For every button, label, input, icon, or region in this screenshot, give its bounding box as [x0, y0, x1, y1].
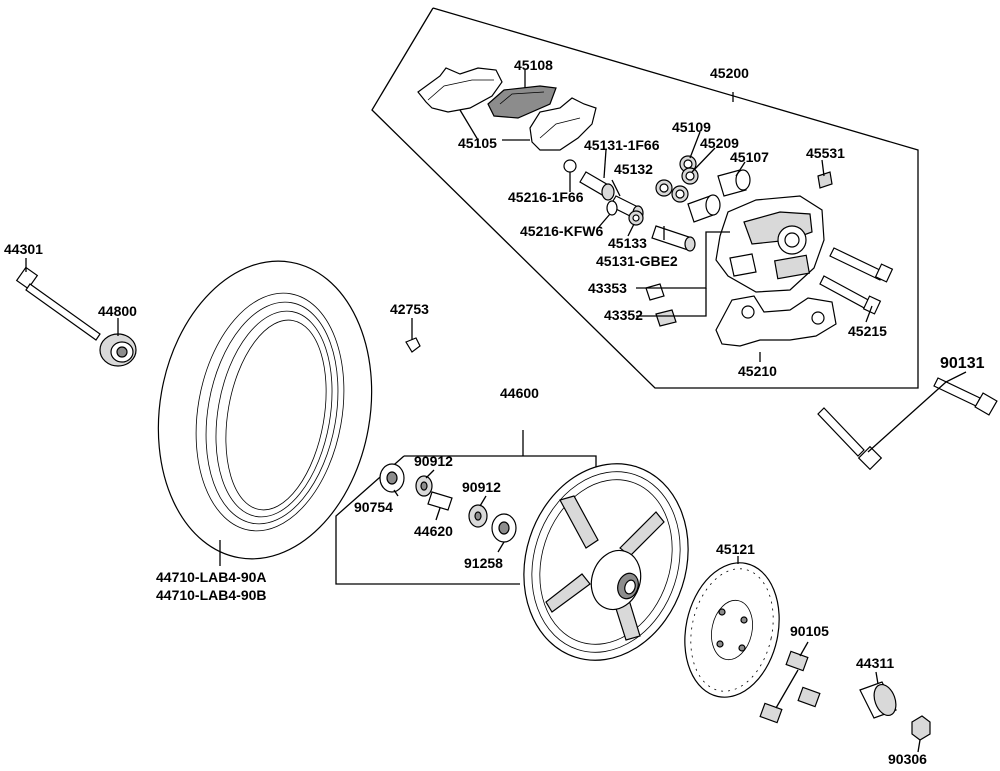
label-45216-1f66: 45216-1F66	[508, 189, 584, 205]
distance-collar-44620[interactable]	[427, 491, 453, 511]
brake-caliper-icon[interactable]	[715, 195, 825, 293]
part-labels: 45200 45108 45105 45109 45209 45107 4513…	[4, 57, 985, 767]
bleeder-screw-43353[interactable]	[645, 283, 665, 301]
bearing-91258[interactable]	[491, 513, 517, 543]
label-90306: 90306	[888, 751, 927, 767]
nut-90306[interactable]	[911, 715, 931, 741]
label-44620: 44620	[414, 523, 453, 539]
tire-icon[interactable]	[136, 244, 395, 576]
bearing-90754[interactable]	[379, 463, 405, 493]
sleeve-45131-gbe2[interactable]	[651, 225, 696, 252]
label-45531: 45531	[806, 145, 845, 161]
collar-44311[interactable]	[859, 681, 900, 719]
pistons-45107[interactable]	[687, 169, 751, 223]
label-44600: 44600	[500, 385, 539, 401]
bleeder-cap-43352[interactable]	[655, 309, 677, 327]
mounting-bolt-90131-b[interactable]	[933, 377, 998, 416]
label-91258: 91258	[464, 555, 503, 571]
caliper-bolts-45215[interactable]	[819, 247, 894, 315]
label-44710-lab4-90a: 44710-LAB4-90A	[156, 569, 267, 585]
caliper-bracket-45210[interactable]	[715, 295, 837, 347]
label-45107: 45107	[730, 149, 769, 165]
mounting-bolt-90131-a[interactable]	[817, 407, 883, 471]
oil-seal-90912-left[interactable]	[415, 475, 433, 497]
label-43353: 43353	[588, 280, 627, 296]
label-42753: 42753	[390, 301, 429, 317]
label-45131-gbe2: 45131-GBE2	[596, 253, 678, 269]
label-45209: 45209	[700, 135, 739, 151]
slide-pin-45131[interactable]	[579, 171, 615, 201]
cap-45531[interactable]	[817, 171, 833, 189]
label-45105: 45105	[458, 135, 497, 151]
label-45210: 45210	[738, 363, 777, 379]
label-44311: 44311	[856, 655, 894, 671]
caliper-group-frame	[371, 7, 919, 389]
label-45131-1f66: 45131-1F66	[584, 137, 660, 153]
label-45108: 45108	[514, 57, 553, 73]
pad-spring[interactable]	[487, 85, 557, 119]
label-45200: 45200	[710, 65, 749, 81]
label-45133: 45133	[608, 235, 647, 251]
brake-pad-right[interactable]	[529, 97, 597, 151]
label-90754: 90754	[354, 499, 393, 515]
label-43352: 43352	[604, 307, 643, 323]
label-45215: 45215	[848, 323, 887, 339]
seal-ring-45216[interactable]	[563, 159, 577, 173]
piston-seals[interactable]	[628, 155, 699, 226]
leader-lines	[25, 70, 967, 753]
label-90105: 90105	[790, 623, 829, 639]
label-45216-kfw6: 45216-KFW6	[520, 223, 603, 239]
label-90912-b: 90912	[462, 479, 501, 495]
dust-boot-45216[interactable]	[606, 200, 618, 216]
label-45109: 45109	[672, 119, 711, 135]
collar-44800[interactable]	[99, 333, 137, 367]
label-44800: 44800	[98, 303, 137, 319]
wheel-rim-icon[interactable]	[499, 442, 713, 682]
label-45121: 45121	[716, 541, 755, 557]
label-90912-a: 90912	[414, 453, 453, 469]
label-45132: 45132	[614, 161, 653, 177]
label-90131: 90131	[940, 355, 985, 372]
axle-bolt-44301[interactable]	[15, 266, 101, 341]
brake-disc-icon[interactable]	[673, 554, 791, 706]
label-44301: 44301	[4, 241, 43, 257]
oil-seal-90912-right[interactable]	[468, 504, 488, 528]
label-44710-lab4-90b: 44710-LAB4-90B	[156, 587, 267, 603]
brake-pad-left[interactable]	[417, 67, 503, 113]
valve-42753[interactable]	[405, 337, 421, 353]
